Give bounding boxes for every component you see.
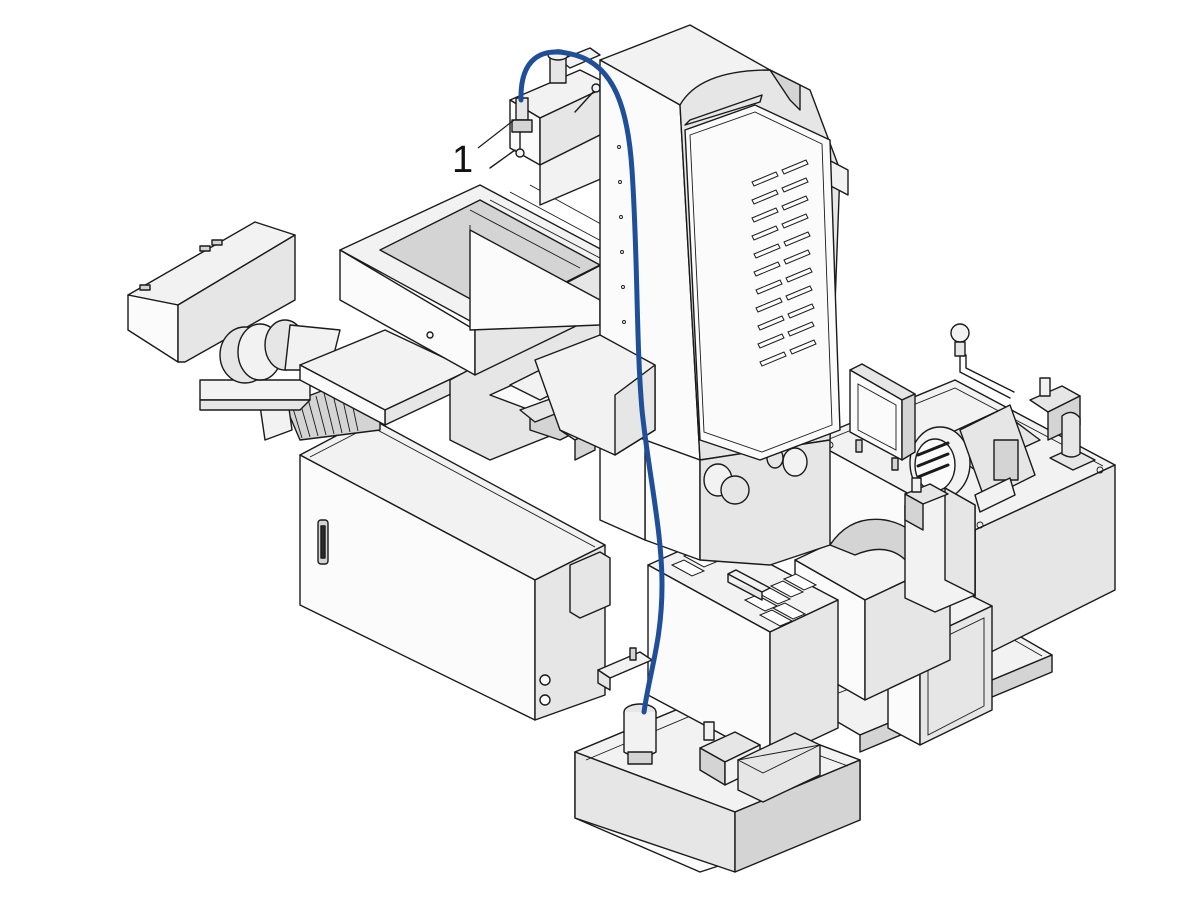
- wheel-head: [489, 47, 611, 206]
- hydraulic-pump-motor: [909, 404, 1041, 513]
- callout-1-leader: [477, 119, 515, 149]
- oil-cooler: [849, 363, 916, 471]
- coolant-pump: [623, 703, 657, 765]
- pump-mount-bracket: [597, 647, 653, 691]
- column-vent-cover: [684, 94, 841, 461]
- coolant-hose: [518, 49, 665, 715]
- base-servo-motor: [699, 721, 821, 803]
- callout-1-label: 1: [452, 139, 473, 181]
- callout-1: 1: [452, 119, 515, 181]
- wheel-guard-chuck: [339, 184, 641, 376]
- control-pendant: [127, 221, 341, 411]
- column-vent-slots: [751, 159, 817, 367]
- electrical-cabinet-left: [299, 417, 611, 721]
